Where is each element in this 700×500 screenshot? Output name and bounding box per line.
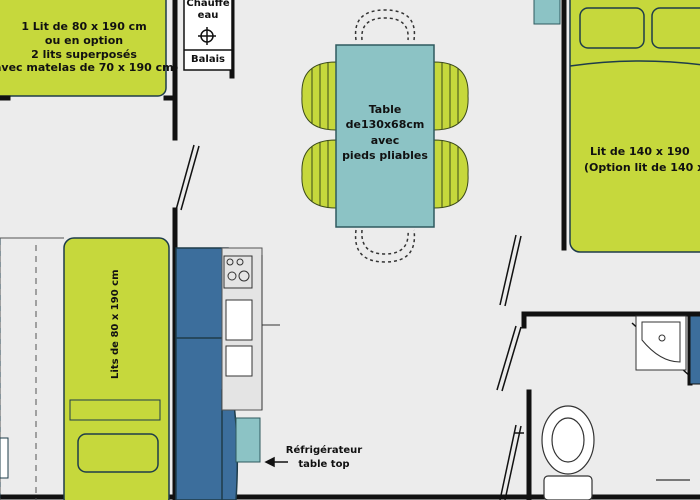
shower-corner bbox=[689, 315, 700, 385]
chair-left-bottom bbox=[301, 139, 337, 209]
toilet-icon bbox=[541, 405, 595, 500]
bed-spec-line2: ou en option bbox=[44, 33, 124, 47]
table-label: Table de130x68cm avec pieds pliables bbox=[336, 102, 434, 164]
washbasin bbox=[635, 315, 687, 371]
bedroom-top-left-label: 1 Lit de 80 x 190 cm ou en option 2 lits… bbox=[0, 20, 179, 75]
chair-right-bottom bbox=[433, 139, 469, 209]
bed-spec-line3: 2 lits superposés bbox=[31, 47, 137, 61]
folding-chairs bbox=[354, 9, 416, 263]
wardrobe-corner bbox=[533, 0, 561, 25]
bed-spec-line4: avec matelas de 70 x 190 cm) bbox=[0, 61, 179, 75]
sink-icon bbox=[225, 299, 253, 377]
bedroom-right-label: Lit de 140 x 190 (Option lit de 140 x bbox=[580, 144, 700, 176]
water-heater-line1: Chauffe bbox=[186, 0, 230, 9]
bed-left-edge bbox=[0, 437, 9, 479]
pillow bbox=[69, 399, 161, 421]
water-heater-line2: eau bbox=[197, 9, 219, 21]
bed-spec-line1: 1 Lit de 80 x 190 cm bbox=[21, 20, 147, 33]
table-line1: Table bbox=[368, 103, 402, 116]
utility-closet bbox=[183, 0, 233, 71]
chair-right-top bbox=[433, 61, 469, 131]
table-line2: de130x68cm bbox=[345, 118, 425, 132]
table-line4: pieds pliables bbox=[342, 149, 428, 163]
pillow-2 bbox=[77, 433, 159, 473]
dining-table bbox=[335, 44, 435, 228]
bed-right-pillows bbox=[579, 7, 700, 49]
fridge-label: Réfrigérateur table top bbox=[284, 444, 364, 472]
stove-icon bbox=[223, 255, 253, 289]
counter-edge bbox=[261, 255, 280, 410]
kitchen bbox=[175, 247, 288, 500]
left-beds-label: Lits de 80 x 190 cm bbox=[109, 269, 121, 379]
fridge-line2: table top bbox=[298, 459, 350, 470]
table-line3: avec bbox=[370, 133, 400, 147]
chair-left-top bbox=[301, 61, 337, 131]
bedroom-right-line1: Lit de 140 x 190 bbox=[590, 145, 690, 158]
kitchen-counter-blue bbox=[175, 247, 229, 500]
bed-top-left bbox=[0, 0, 167, 97]
bed-right-fold bbox=[569, 60, 700, 67]
water-heater-label: Chauffe eau bbox=[180, 0, 236, 21]
fridge bbox=[235, 417, 261, 463]
fridge-arrow-icon bbox=[264, 456, 288, 468]
chairs bbox=[301, 61, 469, 209]
broom-closet-label: Balais bbox=[191, 54, 225, 65]
chair-stripes bbox=[311, 63, 459, 207]
left-beds bbox=[0, 237, 170, 500]
bed-right bbox=[569, 0, 700, 253]
fridge-line1: Réfrigérateur bbox=[285, 445, 363, 456]
washbasin-bowl bbox=[641, 321, 681, 363]
bedroom-right-line2: (Option lit de 140 x bbox=[584, 160, 700, 174]
water-heater-icon bbox=[198, 27, 216, 45]
